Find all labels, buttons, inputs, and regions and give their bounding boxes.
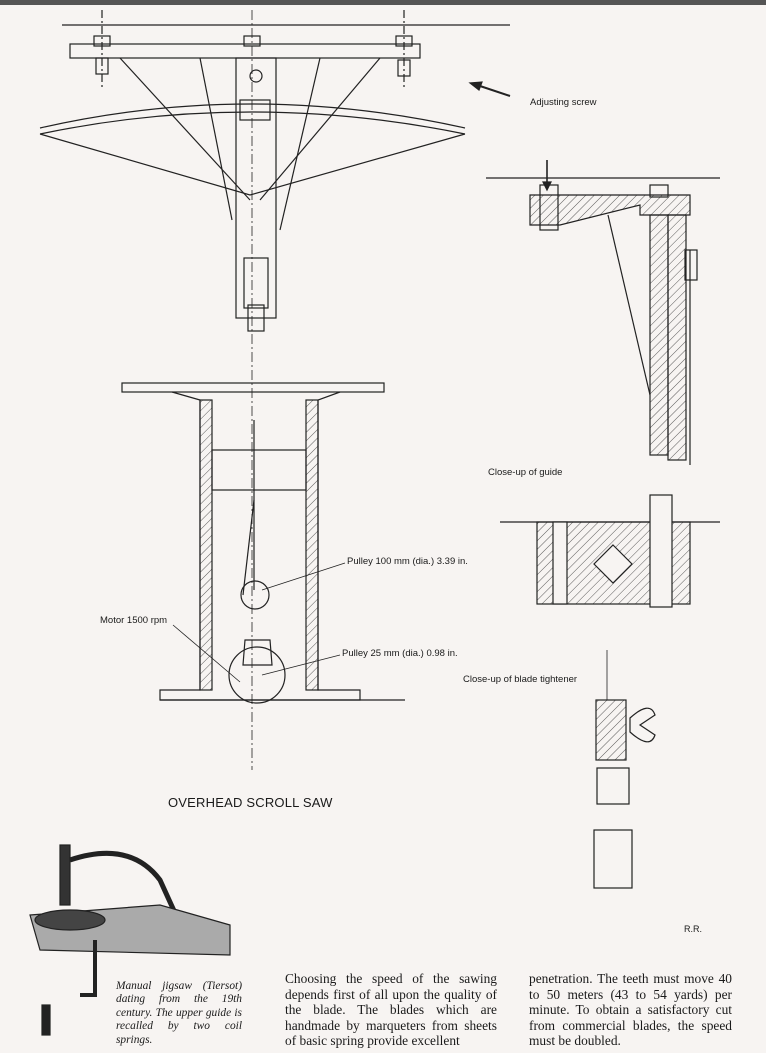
drawing-title: OVERHEAD SCROLL SAW [168,795,333,810]
jigsaw-caption: Manual jigsaw (Tiersot) dating from the … [116,980,242,1046]
blade-tightener-closeup [593,650,656,889]
jigsaw-illustration [29,844,231,1036]
label-pulley-large: Pulley 100 mm (dia.) 3.39 in. [347,556,468,567]
initials: R.R. [684,924,702,934]
body-column-2: penetration. The teeth must move 40 to 5… [529,971,732,1049]
scan-edge [0,0,766,5]
label-close-up-tightener: Close-up of blade tightener [463,674,578,685]
leaf-spring [39,99,466,196]
upper-guide [119,57,381,332]
adjusting-screw-section [486,160,720,465]
label-pulley-small: Pulley 25 mm (dia.) 0.98 in. [342,648,458,659]
guide-closeup [500,494,720,608]
label-motor: Motor 1500 rpm [100,615,168,626]
saw-table-frame [121,382,405,704]
body-column-1: Choosing the speed of the sawing depends… [285,971,497,1049]
label-adjusting-screw: Adjusting screw [530,97,597,108]
label-close-up-guide: Close-up of guide [488,467,563,478]
